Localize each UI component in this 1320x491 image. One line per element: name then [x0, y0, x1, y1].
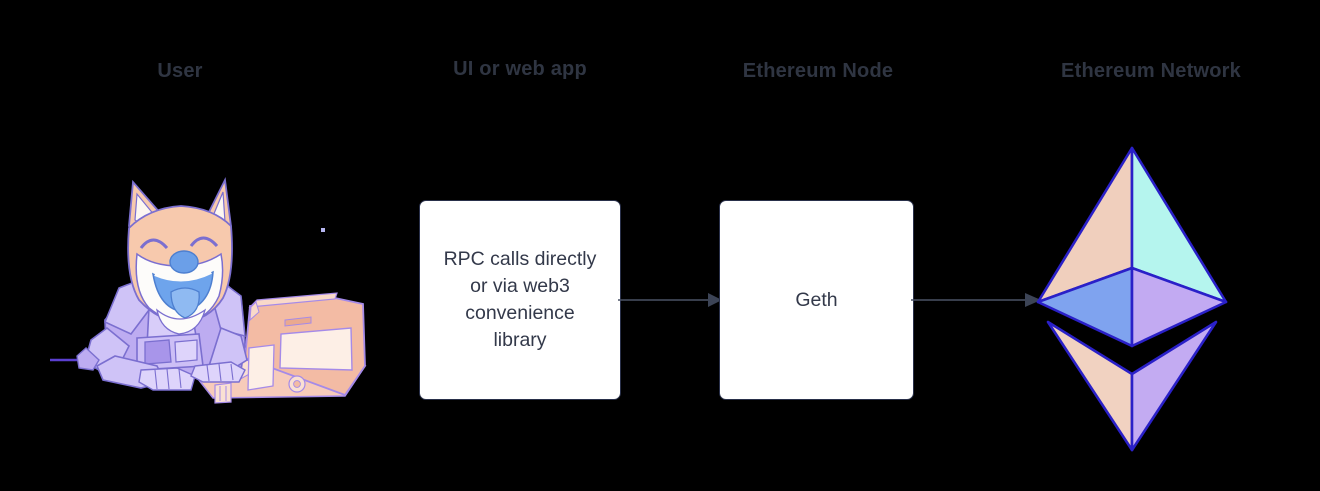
- column-heading-ethereum-node: Ethereum Node: [742, 60, 894, 82]
- eth-face-bottom-right: [1130, 320, 1218, 452]
- process-box-rpc-label: RPC calls directly or via web3 convenien…: [443, 248, 597, 351]
- arrow-rpc-to-geth: [618, 293, 722, 307]
- user-illustration-shiba-at-computer: [50, 176, 367, 404]
- process-box-geth[interactable]: Geth: [719, 200, 914, 400]
- process-box-geth-label: Geth: [795, 288, 838, 311]
- process-box-rpc-calls[interactable]: RPC calls directly or via web3 convenien…: [419, 200, 621, 400]
- column-heading-user: User: [157, 60, 203, 82]
- shiba-inu-head-icon: [127, 176, 233, 335]
- ethereum-logo-icon: [1036, 146, 1228, 452]
- arrow-geth-to-network: [911, 293, 1041, 307]
- eth-face-mid-right: [1130, 266, 1228, 348]
- column-heading-ethereum-network: Ethereum Network: [1061, 60, 1241, 82]
- retro-computer-icon: [193, 292, 367, 404]
- column-heading-ui-or-web-app: UI or web app: [453, 58, 587, 80]
- stray-pixel-artifact: [321, 228, 325, 232]
